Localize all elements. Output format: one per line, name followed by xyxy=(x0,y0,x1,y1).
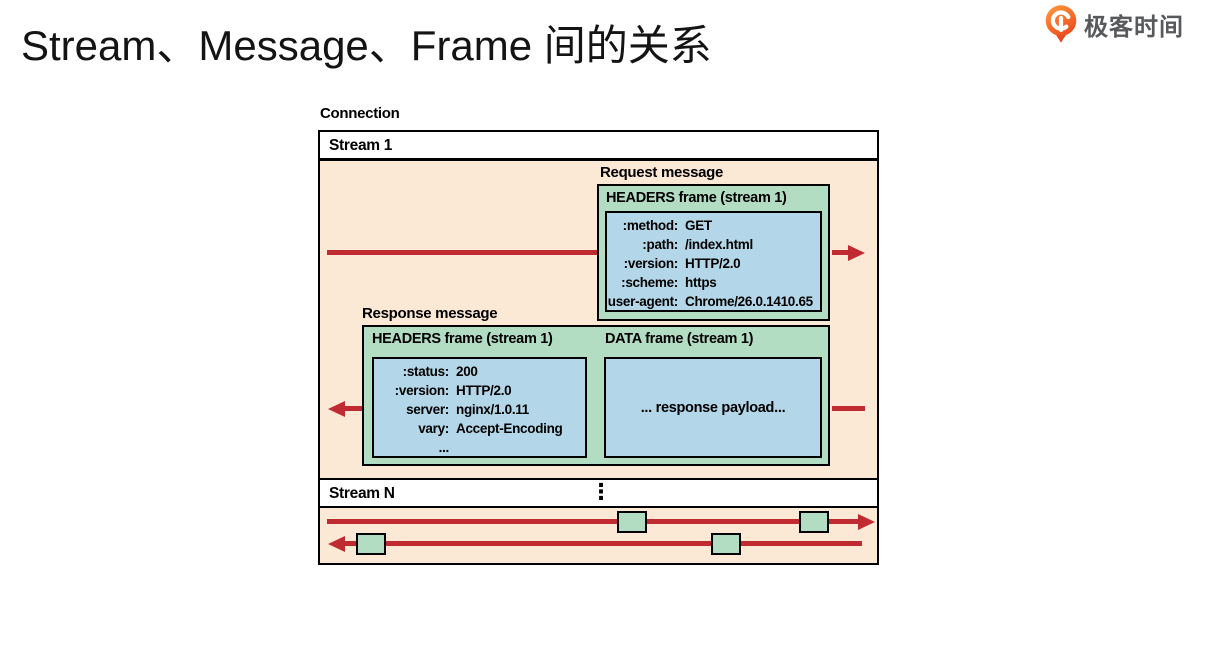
header-row: ... xyxy=(374,438,585,457)
response-arrowhead-left-icon xyxy=(328,401,345,417)
header-row: vary: Accept-Encoding xyxy=(374,419,585,438)
streamN-arrowhead-left-icon xyxy=(328,536,345,552)
header-value: nginx/1.0.11 xyxy=(456,402,529,417)
header-row: :version: HTTP/2.0 xyxy=(374,381,585,400)
response-headers-frame-title: HEADERS frame (stream 1) xyxy=(372,331,553,347)
streamN-band: Stream N ⋮ xyxy=(320,479,877,508)
response-data-payload: ... response payload... xyxy=(604,357,822,458)
request-message-label: Request message xyxy=(600,164,724,181)
header-row: :path: /index.html xyxy=(607,235,820,254)
header-row: :method: GET xyxy=(607,216,820,235)
request-arrow-line-left xyxy=(327,250,597,255)
header-value: GET xyxy=(685,218,712,233)
request-headers-frame-title: HEADERS frame (stream 1) xyxy=(606,190,787,206)
request-headers-frame: HEADERS frame (stream 1) :method: GET :p… xyxy=(597,184,830,321)
streamN-arrowhead-right-icon xyxy=(858,514,875,530)
streamN-frame-chip xyxy=(617,511,647,533)
header-row: :status: 200 xyxy=(374,362,585,381)
header-key: :version: xyxy=(394,383,450,398)
response-data-frame-title: DATA frame (stream 1) xyxy=(605,331,754,347)
header-row: :scheme: https xyxy=(607,273,820,292)
streamN-body xyxy=(320,508,877,563)
response-arrow-line-left xyxy=(343,406,362,411)
streamN-label: Stream N xyxy=(329,485,395,502)
response-arrow-line-right xyxy=(832,406,865,411)
header-row: user-agent: Chrome/26.0.1410.65 xyxy=(607,292,820,311)
streamN-frame-chip xyxy=(799,511,829,533)
streamN-arrow-line-right xyxy=(327,519,860,524)
header-value: Chrome/26.0.1410.65 xyxy=(685,294,813,309)
connection-label: Connection xyxy=(320,105,400,122)
streamN-frame-chip xyxy=(711,533,741,555)
header-key: :scheme: xyxy=(621,275,678,290)
geektime-logo-icon xyxy=(1044,4,1078,44)
header-value: /index.html xyxy=(685,237,753,252)
streamN-arrow-line-left xyxy=(343,541,862,546)
header-key: :method: xyxy=(622,218,679,233)
stream1-band: Stream 1 xyxy=(320,132,877,161)
request-headers-list: :method: GET :path: /index.html :version… xyxy=(605,211,822,312)
header-value: https xyxy=(685,275,717,290)
header-key: user-agent: xyxy=(607,294,679,309)
request-arrow-line-right xyxy=(832,250,850,255)
request-arrowhead-right-icon xyxy=(848,245,865,261)
header-key: vary: xyxy=(418,421,449,436)
streamN-frame-chip xyxy=(356,533,386,555)
header-value: HTTP/2.0 xyxy=(685,256,741,271)
header-key: server: xyxy=(406,402,449,417)
header-key: :status: xyxy=(402,364,450,379)
header-value: 200 xyxy=(456,364,478,379)
header-value: Accept-Encoding xyxy=(456,421,563,436)
brand-name: 极客时间 xyxy=(1084,13,1184,41)
header-row: server: nginx/1.0.11 xyxy=(374,400,585,419)
response-frames-group: HEADERS frame (stream 1) DATA frame (str… xyxy=(362,325,830,466)
response-message-label: Response message xyxy=(362,305,498,322)
stream1-label: Stream 1 xyxy=(329,137,393,154)
brand-logo: 极客时间 xyxy=(1044,4,1184,44)
page-title: Stream、Message、Frame 间的关系 xyxy=(21,22,712,69)
header-key: :version: xyxy=(623,256,679,271)
header-key: :path: xyxy=(642,237,678,252)
response-headers-list: :status: 200 :version: HTTP/2.0 server: … xyxy=(372,357,587,458)
ellipsis-dots: ⋮ xyxy=(590,479,612,504)
header-value: HTTP/2.0 xyxy=(456,383,512,398)
header-key: ... xyxy=(438,440,450,455)
header-row: :version: HTTP/2.0 xyxy=(607,254,820,273)
